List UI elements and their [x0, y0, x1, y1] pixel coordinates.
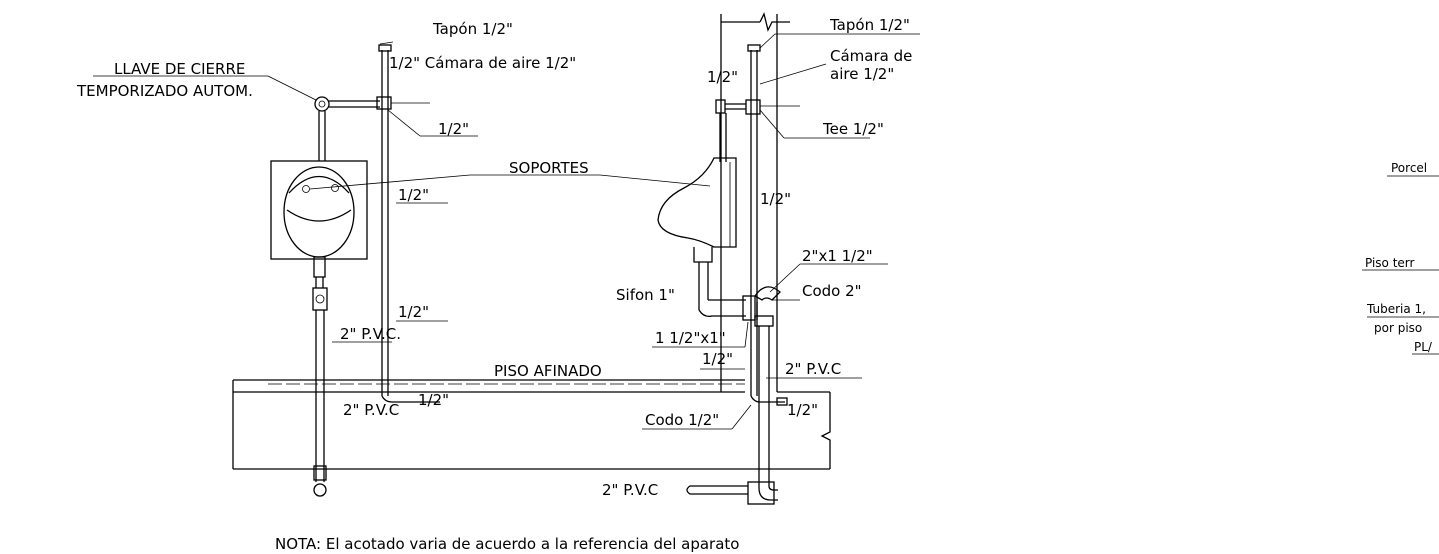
flush-valve: [314, 96, 380, 161]
right-section: [642, 12, 920, 505]
label-half-vert-lower: 1/2": [398, 303, 429, 321]
label-tee-right: Tee 1/2": [822, 120, 884, 138]
label-llave-line2: TEMPORIZADO AUTOM.: [76, 82, 253, 100]
label-pl: PL/: [1414, 340, 1433, 354]
urinal-front: [270, 160, 368, 497]
label-reducer: 2"x1 1/2": [802, 247, 873, 265]
label-pvc-floor-left: 2" P.V.C: [343, 401, 399, 419]
label-codo-half: Codo 1/2": [645, 411, 719, 429]
label-porcel: Porcel: [1391, 161, 1427, 175]
label-pvc-left: 2" P.V.C.: [340, 325, 401, 343]
label-half-vert-upper: 1/2": [398, 186, 429, 204]
label-half-tee-left: 1/2": [438, 120, 469, 138]
label-camara-right-1: Cámara de: [830, 47, 912, 65]
label-tapon-left: Tapón 1/2": [432, 20, 513, 38]
label-llave-line1: LLAVE DE CIERRE: [114, 60, 245, 78]
label-half-right-mid: 1/2": [760, 190, 791, 208]
label-half-right-floor: 1/2": [702, 350, 733, 368]
supply-riser-left: [376, 44, 440, 403]
label-camara-right-2: aire 1/2": [830, 65, 894, 83]
label-tuberia: Tuberia 1,: [1366, 302, 1426, 316]
label-half-right-low: 1/2": [787, 401, 818, 419]
note: NOTA: El acotado varia de acuerdo a la r…: [275, 535, 739, 553]
urinal-side: [657, 157, 756, 321]
label-codo-2: Codo 2": [802, 282, 862, 300]
label-half-right-top: 1/2": [707, 68, 738, 86]
label-reducer-small: 1 1/2"x1": [655, 329, 726, 347]
label-por-piso: por piso: [1374, 321, 1422, 335]
label-pvc-right: 2" P.V.C: [785, 360, 841, 378]
label-camara-left: 1/2" Cámara de aire 1/2": [389, 54, 576, 72]
left-elevation: [93, 41, 830, 497]
label-piso-afinado: PISO AFINADO: [494, 362, 602, 380]
label-soportes: SOPORTES: [509, 159, 589, 177]
label-pvc-bottom: 2" P.V.C: [602, 481, 658, 499]
label-tapon-right: Tapón 1/2": [829, 16, 910, 34]
label-sifon: Sifon 1": [616, 286, 675, 304]
label-piso-terr: Piso terr: [1365, 256, 1415, 270]
label-half-floor-left: 1/2": [418, 391, 449, 409]
cropped-labels: Porcel Piso terr Tuberia 1, por piso PL/: [1362, 161, 1439, 355]
